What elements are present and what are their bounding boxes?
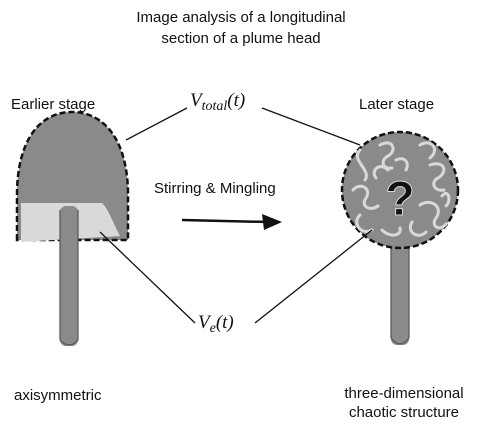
- earlier-plume-stem: [60, 206, 78, 346]
- ve-line-right: [255, 230, 372, 323]
- ve-line-left: [100, 232, 195, 323]
- v-e-label: Ve(t): [198, 312, 234, 337]
- later-plume: [342, 132, 458, 345]
- later-stage-label: Later stage: [359, 96, 434, 114]
- axisymmetric-caption: axisymmetric: [14, 387, 102, 405]
- connector-lines: [100, 108, 372, 323]
- v-total-label: Vtotal(t): [190, 90, 245, 115]
- earlier-stage-label: Earlier stage: [11, 96, 95, 114]
- vtotal-line-left: [126, 108, 187, 140]
- earlier-plume: [17, 112, 128, 346]
- process-arrow: [182, 214, 282, 230]
- question-mark: ?: [385, 173, 414, 226]
- chaotic-caption-line2: chaotic structure: [337, 404, 471, 422]
- chaotic-caption-line1: three-dimensional: [337, 385, 471, 403]
- vtotal-line-right: [262, 108, 360, 145]
- stirring-mingling-label: Stirring & Mingling: [154, 180, 276, 198]
